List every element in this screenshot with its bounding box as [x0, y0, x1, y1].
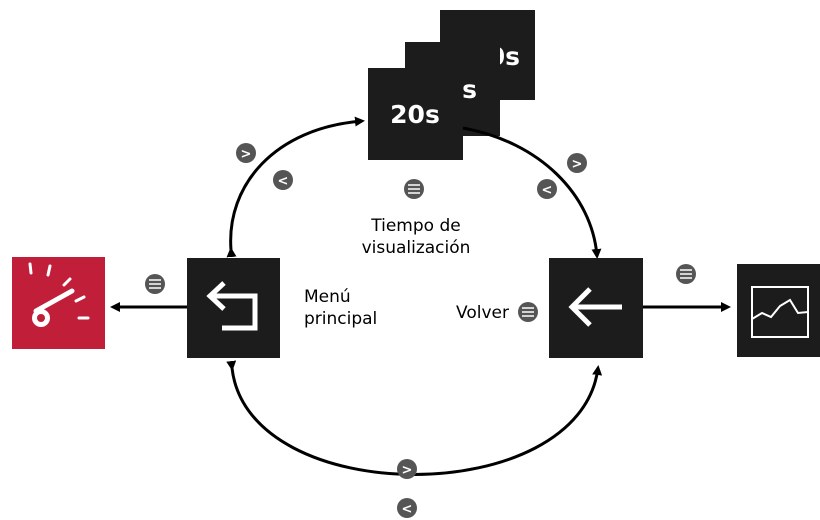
speedometer-icon	[28, 262, 90, 327]
back-label: Volver	[456, 303, 509, 323]
svg-text:<: <	[278, 174, 289, 189]
svg-text:>: >	[241, 147, 252, 162]
back-arrow-icon	[568, 287, 622, 327]
display-time-screens: 0s s 20s	[368, 10, 535, 160]
svg-text:<: <	[402, 502, 413, 517]
button-next-bottom: >	[397, 459, 417, 479]
display-time-label-2: visualización	[362, 238, 471, 258]
button-next-top-right: >	[567, 153, 587, 173]
menu-button-icon	[404, 179, 424, 199]
menu-button-icon	[676, 264, 696, 284]
menu-button-icon	[145, 274, 165, 294]
graph-icon	[751, 286, 809, 338]
time-screen-front	[368, 68, 463, 160]
display-time-label-1: Tiempo de	[370, 216, 460, 236]
time-screen-middle-value: s	[462, 75, 477, 104]
menu-button-icon	[518, 302, 538, 322]
speedometer-screen	[12, 257, 105, 349]
back-screen	[549, 258, 643, 358]
button-prev-top-left: <	[273, 170, 293, 190]
main-menu-label-1: Menú	[304, 287, 351, 307]
button-prev-bottom: <	[397, 498, 417, 518]
arc-top-left	[226, 116, 365, 258]
graph-screen	[737, 264, 820, 357]
svg-text:>: >	[402, 463, 413, 478]
arc-bottom	[226, 360, 603, 476]
svg-text:<: <	[542, 183, 553, 198]
button-next-top-left: >	[236, 143, 256, 163]
main-menu-screen	[187, 258, 280, 358]
back-return-icon	[206, 281, 258, 331]
svg-text:>: >	[572, 157, 583, 172]
button-prev-top-right: <	[537, 179, 557, 199]
main-menu-label-2: principal	[304, 309, 377, 329]
time-screen-front-value: 20s	[390, 100, 440, 129]
arc-top-right	[462, 126, 602, 259]
